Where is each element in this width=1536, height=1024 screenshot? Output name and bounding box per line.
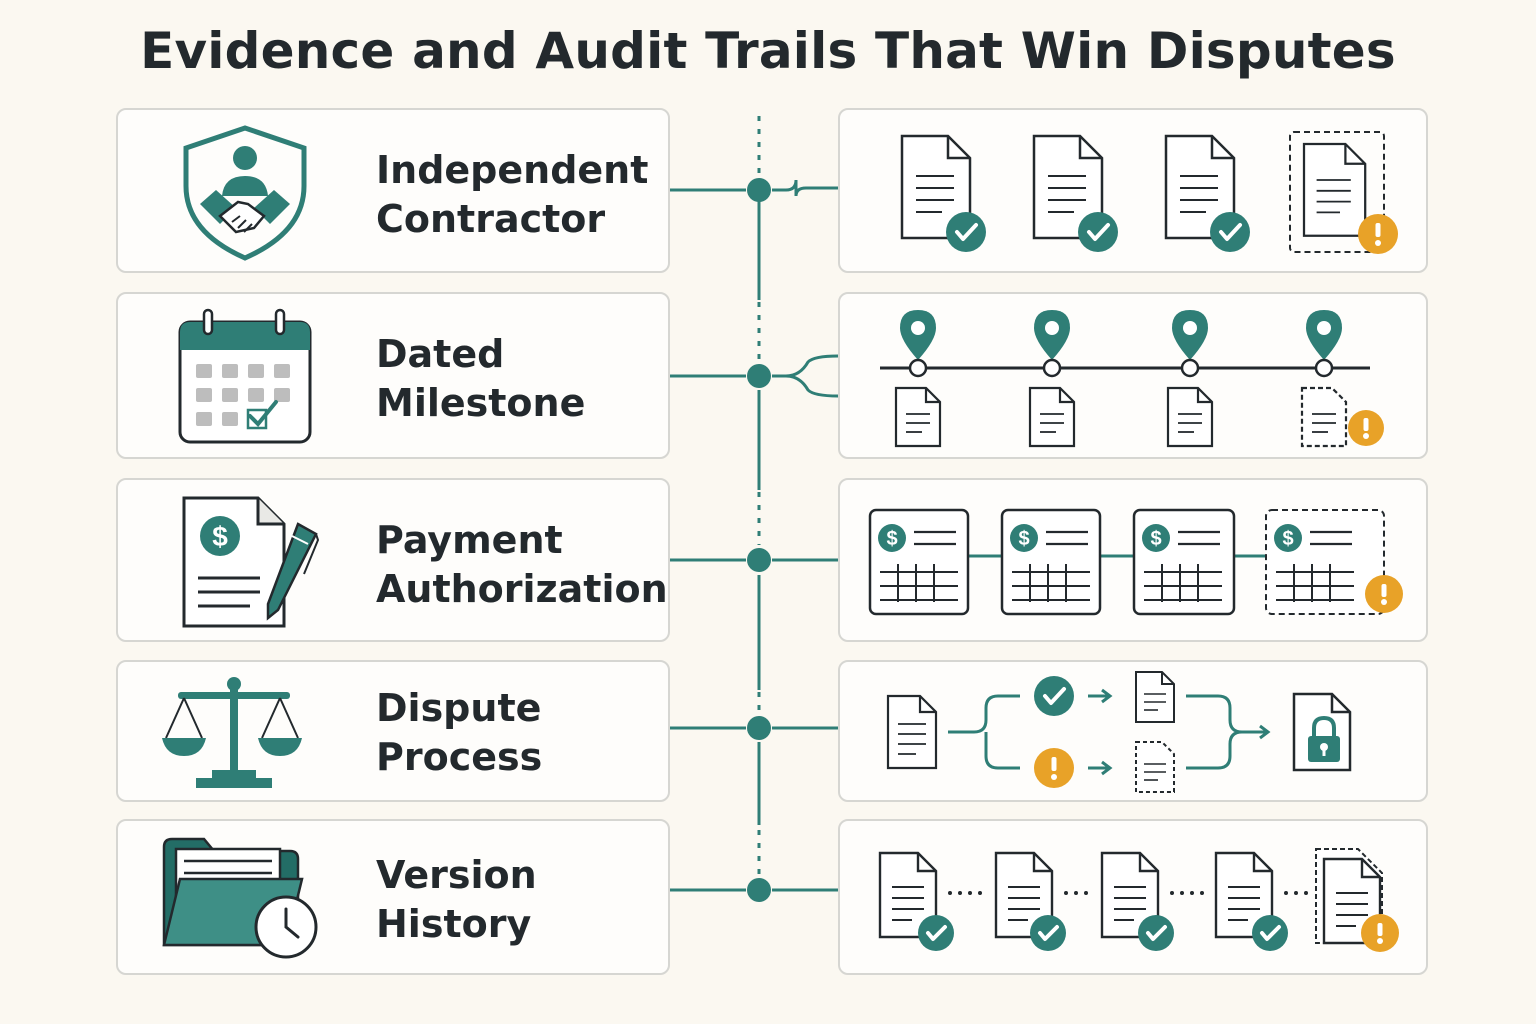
folder-clock-icon bbox=[162, 837, 318, 959]
invoice-icon bbox=[868, 508, 970, 616]
warning-icon bbox=[1034, 748, 1074, 788]
invoice-icon bbox=[1132, 508, 1236, 616]
row-label: Dated Milestone bbox=[376, 332, 586, 425]
check-icon bbox=[1076, 210, 1120, 254]
locked-document-icon bbox=[1292, 692, 1352, 772]
row-label: Dispute Process bbox=[376, 686, 543, 779]
check-icon bbox=[1034, 676, 1074, 716]
check-icon bbox=[916, 913, 956, 953]
check-icon bbox=[1136, 913, 1176, 953]
row-dispute-process: Dispute Process bbox=[116, 660, 670, 802]
verified-documents-group bbox=[900, 131, 1398, 254]
document-icon bbox=[1302, 142, 1367, 237]
row-label: Independent Contractor bbox=[376, 148, 649, 241]
document-icon bbox=[1300, 386, 1348, 448]
warning-icon bbox=[1348, 410, 1384, 446]
svg-text:$: $ bbox=[212, 521, 228, 552]
flagged-outline bbox=[1289, 131, 1385, 253]
dispute-flow bbox=[886, 671, 1352, 793]
page-title: Evidence and Audit Trails That Win Dispu… bbox=[140, 22, 1396, 80]
milestone-pin-icon bbox=[1034, 310, 1070, 360]
calendar-check-icon bbox=[178, 308, 312, 444]
document-icon bbox=[886, 694, 938, 770]
milestone-timeline bbox=[880, 310, 1384, 448]
flagged-document-icon bbox=[1135, 741, 1175, 793]
row-payment-authorization: $ Payment Authorization bbox=[116, 478, 670, 642]
flagged-invoice-icon bbox=[1265, 509, 1385, 615]
timeline-node bbox=[747, 548, 771, 572]
evidence-versions-panel bbox=[838, 819, 1428, 975]
shield-handshake-icon bbox=[183, 125, 307, 261]
row-version-history: Version History bbox=[116, 819, 670, 975]
check-icon bbox=[1208, 210, 1252, 254]
milestone-pin-icon bbox=[1306, 310, 1342, 360]
signed-invoice-icon: $ bbox=[182, 496, 320, 628]
document-icon bbox=[894, 386, 942, 448]
milestone-node bbox=[1180, 358, 1200, 378]
check-icon bbox=[944, 210, 988, 254]
row-dated-milestone: Dated Milestone bbox=[116, 292, 670, 459]
warning-icon bbox=[1361, 914, 1399, 952]
milestone-node bbox=[1314, 358, 1334, 378]
invoice-icon bbox=[1000, 508, 1102, 616]
evidence-invoices-panel: $ bbox=[838, 478, 1428, 642]
milestone-pin-icon bbox=[900, 310, 936, 360]
flagged-document-icon bbox=[1315, 848, 1383, 945]
timeline-node bbox=[747, 178, 771, 202]
scales-icon bbox=[162, 677, 302, 788]
timeline-node bbox=[747, 878, 771, 902]
warning-icon bbox=[1365, 575, 1403, 613]
linked-invoices-group: $ bbox=[868, 508, 1403, 616]
evidence-milestones-panel bbox=[838, 292, 1428, 459]
warning-icon bbox=[1358, 214, 1398, 254]
evidence-dispute-flow-panel bbox=[838, 660, 1428, 802]
milestone-pin-icon bbox=[1172, 310, 1208, 360]
row-label: Payment Authorization bbox=[376, 518, 668, 611]
document-icon bbox=[1135, 671, 1175, 723]
check-icon bbox=[1028, 913, 1068, 953]
row-label: Version History bbox=[376, 853, 537, 946]
document-icon bbox=[1166, 386, 1214, 448]
timeline-node bbox=[747, 716, 771, 740]
evidence-documents-panel bbox=[838, 108, 1428, 273]
document-icon bbox=[1028, 386, 1076, 448]
check-icon bbox=[1250, 913, 1290, 953]
milestone-node bbox=[1042, 358, 1062, 378]
milestone-node bbox=[908, 358, 928, 378]
row-independent-contractor: Independent Contractor bbox=[116, 108, 670, 273]
document-versions-group bbox=[878, 848, 1399, 953]
timeline-node bbox=[747, 364, 771, 388]
